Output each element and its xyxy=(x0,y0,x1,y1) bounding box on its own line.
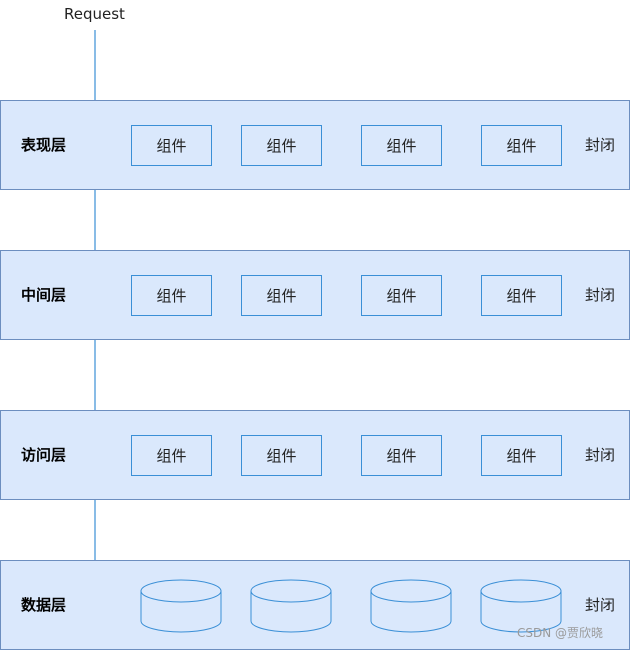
component-box: 组件 xyxy=(241,125,322,166)
layer-label: 中间层 xyxy=(21,286,67,304)
component-box: 组件 xyxy=(361,435,442,476)
layer-label: 表现层 xyxy=(21,136,67,154)
database-icon xyxy=(250,579,332,633)
data-layer: 数据层 封闭 xyxy=(0,560,630,650)
middle-layer: 中间层 组件 组件 组件 组件 封闭 xyxy=(0,250,630,340)
layer-label: 数据层 xyxy=(21,596,67,614)
database-icon xyxy=(480,579,562,633)
request-label: Request xyxy=(64,5,125,23)
component-box: 组件 xyxy=(481,435,562,476)
component-box: 组件 xyxy=(481,275,562,316)
access-layer: 访问层 组件 组件 组件 组件 封闭 xyxy=(0,410,630,500)
component-box: 组件 xyxy=(131,125,212,166)
layer-label: 访问层 xyxy=(21,446,67,464)
component-box: 组件 xyxy=(361,275,442,316)
closed-label: 封闭 xyxy=(585,136,616,154)
closed-label: 封闭 xyxy=(585,446,616,464)
component-box: 组件 xyxy=(361,125,442,166)
watermark: CSDN @贾欣晓 xyxy=(517,626,604,640)
component-box: 组件 xyxy=(481,125,562,166)
database-icon xyxy=(140,579,222,633)
component-box: 组件 xyxy=(131,435,212,476)
component-box: 组件 xyxy=(241,275,322,316)
component-box: 组件 xyxy=(131,275,212,316)
closed-label: 封闭 xyxy=(585,286,616,304)
database-icon xyxy=(370,579,452,633)
closed-label: 封闭 xyxy=(585,596,616,614)
component-box: 组件 xyxy=(241,435,322,476)
presentation-layer: 表现层 组件 组件 组件 组件 封闭 xyxy=(0,100,630,190)
